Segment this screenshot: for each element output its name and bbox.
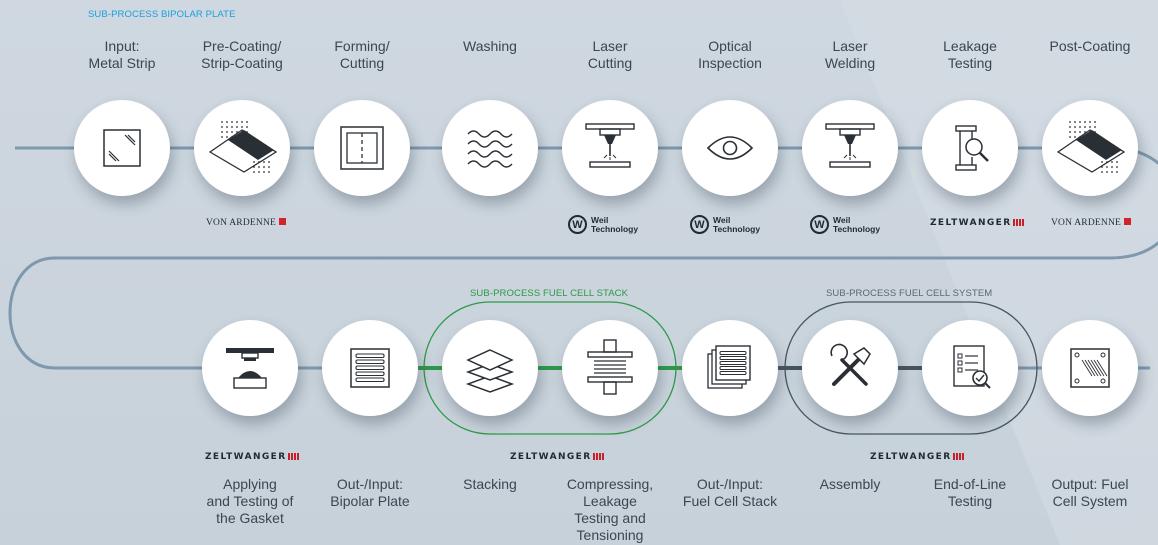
- logo-text: Weil Technology: [833, 214, 881, 234]
- step-label-fuel-cell-stack: Out-/Input: Fuel Cell Stack: [682, 476, 778, 509]
- step-label-leakage-testing: Leakage Testing: [943, 38, 997, 71]
- logo-mark-icon: [952, 453, 964, 460]
- laser-icon: [825, 123, 875, 168]
- leak-test-icon: [955, 125, 989, 171]
- step-node-optical-inspection: [682, 100, 778, 196]
- zeltwanger-logo: ZELTWANGER: [870, 452, 964, 462]
- logo-text: ZELTWANGER: [205, 452, 287, 462]
- bipolar-plate-icon: [350, 348, 390, 388]
- logo-text: VON ARDENNE: [206, 218, 277, 228]
- coating-icon: [1056, 121, 1126, 173]
- flow-path: [8, 146, 1158, 370]
- step-node-post-coating: [1042, 100, 1138, 196]
- step-node-compressing: [562, 320, 658, 416]
- laser-icon: [585, 123, 635, 168]
- step-label-laser-welding: Laser Welding: [824, 38, 876, 71]
- step-label-assembly: Assembly: [819, 476, 881, 492]
- compress-icon: [587, 339, 633, 395]
- logo-text: Weil Technology: [591, 214, 639, 234]
- von-ardenne-logo: VON ARDENNE: [206, 218, 287, 228]
- stack-plates-icon: [707, 345, 751, 389]
- von-ardenne-logo: VON ARDENNE: [1051, 218, 1132, 228]
- zeltwanger-logo: ZELTWANGER: [510, 452, 604, 462]
- logo-text: ZELTWANGER: [510, 452, 592, 462]
- step-label-gasket: Applying and Testing of the Gasket: [206, 476, 294, 526]
- step-node-laser-cutting: [562, 100, 658, 196]
- step-node-pre-coating: [194, 100, 290, 196]
- layers-icon: [465, 349, 515, 393]
- step-node-end-of-line: [922, 320, 1018, 416]
- logo-text: ZELTWANGER: [870, 452, 952, 462]
- w-circle-icon: W: [690, 215, 709, 234]
- step-label-washing: Washing: [463, 38, 517, 54]
- step-node-bipolar-plate: [322, 320, 418, 416]
- step-node-forming-cutting: [314, 100, 410, 196]
- step-label-forming-cutting: Forming/ Cutting: [334, 38, 390, 71]
- forming-icon: [340, 126, 384, 170]
- zeltwanger-logo: ZELTWANGER: [205, 452, 299, 462]
- logo-mark-icon: [592, 453, 604, 460]
- fuel-cell-system-icon: [1070, 348, 1110, 388]
- step-node-assembly: [802, 320, 898, 416]
- checklist-icon: [953, 345, 991, 389]
- tools-icon: [830, 343, 871, 386]
- step-node-stacking: [442, 320, 538, 416]
- stack-group-outline: [423, 301, 677, 435]
- logo-mark-icon: [1012, 219, 1024, 226]
- logo-text: ZELTWANGER: [930, 218, 1012, 228]
- step-node-gasket: [202, 320, 298, 416]
- section-title-stack: SUB-PROCESS FUEL CELL STACK: [470, 288, 629, 299]
- step-node-input-metal-strip: [74, 100, 170, 196]
- step-label-input-metal-strip: Input: Metal Strip: [88, 38, 156, 71]
- system-group-outline: [784, 301, 1038, 435]
- step-label-stacking: Stacking: [463, 476, 517, 492]
- step-node-washing: [442, 100, 538, 196]
- section-title-bipolar: SUB-PROCESS BIPOLAR PLATE: [88, 9, 236, 20]
- eye-icon: [706, 136, 754, 160]
- step-label-laser-cutting: Laser Cutting: [587, 38, 633, 71]
- washing-icon: [467, 130, 513, 168]
- logo-mark-icon: [287, 453, 299, 460]
- coating-icon: [208, 121, 278, 173]
- step-label-compressing: Compressing, Leakage Testing and Tension…: [566, 476, 654, 543]
- step-node-fuel-cell-stack: [682, 320, 778, 416]
- step-label-pre-coating: Pre-Coating/ Strip-Coating: [201, 38, 283, 71]
- metal-strip-icon: [103, 129, 141, 167]
- step-node-laser-welding: [802, 100, 898, 196]
- step-node-output-system: [1042, 320, 1138, 416]
- w-circle-icon: W: [810, 215, 829, 234]
- zeltwanger-logo: ZELTWANGER: [930, 218, 1024, 228]
- logo-mark-icon: [1124, 218, 1132, 225]
- section-title-system: SUB-PROCESS FUEL CELL SYSTEM: [826, 288, 993, 299]
- gasket-press-icon: [226, 348, 274, 389]
- logo-text: VON ARDENNE: [1051, 218, 1122, 228]
- logo-text: Weil Technology: [713, 214, 761, 234]
- step-label-output-system: Output: Fuel Cell System: [1051, 476, 1129, 509]
- w-circle-icon: W: [568, 215, 587, 234]
- step-label-optical-inspection: Optical Inspection: [698, 38, 762, 71]
- step-node-leakage-testing: [922, 100, 1018, 196]
- step-label-end-of-line: End-of-Line Testing: [933, 476, 1007, 509]
- step-label-bipolar-plate: Out-/Input: Bipolar Plate: [330, 476, 410, 509]
- step-label-post-coating: Post-Coating: [1049, 38, 1131, 54]
- logo-mark-icon: [279, 218, 287, 225]
